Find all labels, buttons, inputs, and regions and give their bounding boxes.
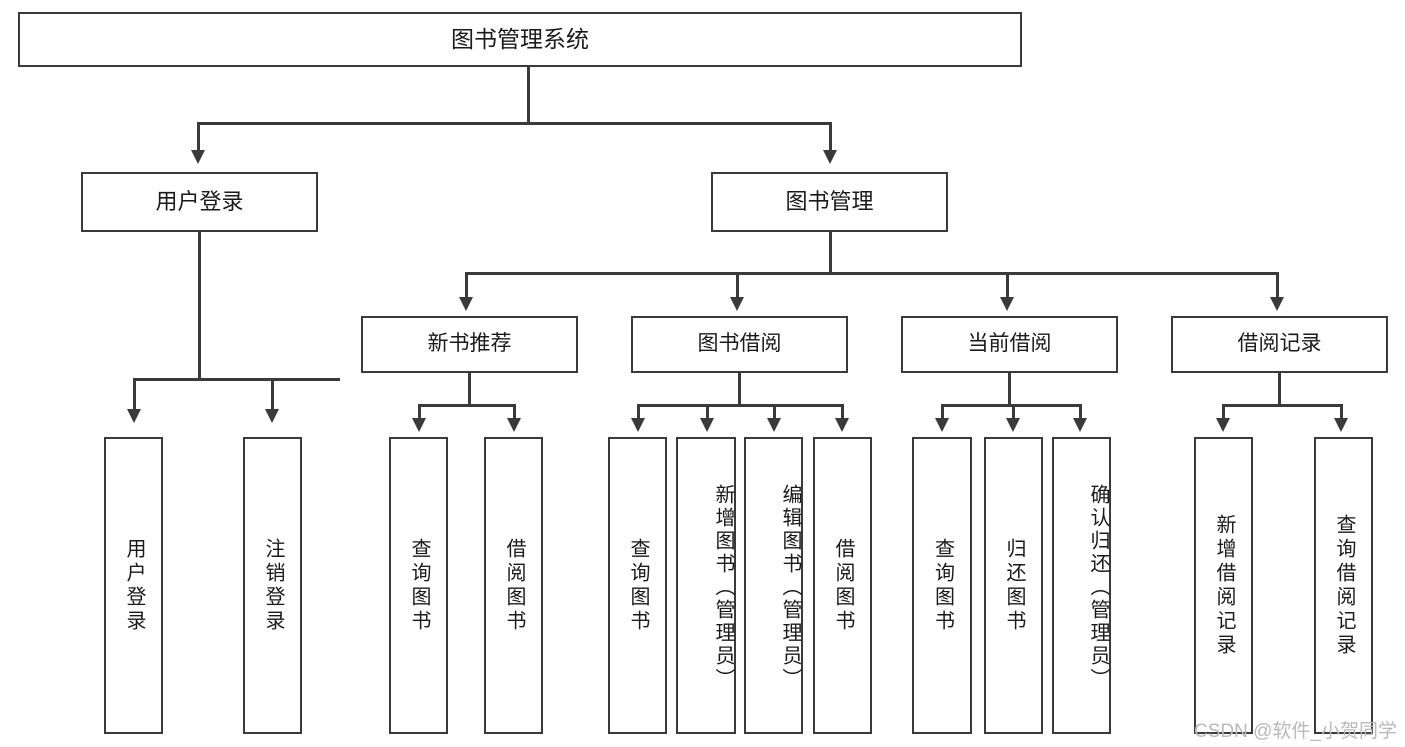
connector-root-stem [527, 67, 530, 122]
connector-borrow-record-bus [1222, 404, 1342, 407]
leaf-user-login-login[interactable]: 用户登录 [104, 437, 163, 734]
connector-current-borrow-to-leaf-2 [1012, 404, 1015, 418]
leaf-current-borrow-query-book[interactable]: 查询图书 [912, 437, 972, 734]
connector-book-borrow-to-leaf-4 [841, 404, 844, 418]
arrowhead-book-manage-record [1270, 297, 1284, 311]
arrowhead-root-to-book-manage [823, 150, 837, 164]
arrowhead-new-book-leaf-2 [507, 418, 521, 432]
arrowhead-book-manage-borrow [730, 297, 744, 311]
connector-book-borrow-to-leaf-3 [773, 404, 776, 418]
connector-book-manage-to-record [1276, 272, 1279, 297]
node-user-login[interactable]: 用户登录 [81, 172, 318, 232]
connector-book-manage-to-new-book [465, 272, 468, 297]
arrowhead-user-login-leaf-1 [127, 409, 141, 423]
leaf-borrow-record-query-record[interactable]: 查询借阅记录 [1314, 437, 1373, 734]
arrowhead-current-borrow-leaf-1 [935, 418, 949, 432]
connector-current-borrow-bus [941, 404, 1081, 407]
arrowhead-current-borrow-leaf-3 [1073, 418, 1087, 432]
arrowhead-book-borrow-leaf-4 [835, 418, 849, 432]
leaf-book-borrow-add-book-admin[interactable]: 新增图书（管理员） [676, 437, 736, 734]
connector-new-book-bus [418, 404, 516, 407]
connector-root-to-user-login [197, 122, 200, 150]
connector-current-borrow-to-leaf-1 [941, 404, 944, 418]
arrowhead-book-borrow-leaf-2 [700, 418, 714, 432]
connector-current-borrow-stem [1008, 373, 1011, 406]
leaf-book-borrow-borrow-book[interactable]: 借阅图书 [813, 437, 872, 734]
connector-user-login-to-leaf-1 [133, 378, 136, 409]
connector-new-book-stem [468, 373, 471, 406]
leaf-book-borrow-edit-book-admin[interactable]: 编辑图书（管理员） [744, 437, 803, 734]
arrowhead-new-book-leaf-1 [412, 418, 426, 432]
connector-user-login-to-leaf-2 [271, 378, 274, 409]
connector-new-book-to-leaf-1 [418, 404, 421, 418]
arrowhead-current-borrow-leaf-2 [1006, 418, 1020, 432]
leaf-current-borrow-confirm-return-admin[interactable]: 确认归还（管理员） [1052, 437, 1111, 734]
connector-borrow-record-to-leaf-1 [1222, 404, 1225, 418]
arrowhead-borrow-record-leaf-2 [1334, 418, 1348, 432]
connector-user-login-bus [133, 378, 340, 381]
connector-book-manage-to-borrow [736, 272, 739, 297]
node-book-borrow[interactable]: 图书借阅 [631, 316, 848, 373]
connector-book-borrow-bus [637, 404, 843, 407]
arrowhead-root-to-user-login [191, 150, 205, 164]
connector-book-manage-stem [829, 232, 832, 274]
arrowhead-book-manage-new-book [459, 297, 473, 311]
connector-new-book-to-leaf-2 [513, 404, 516, 418]
connector-user-login-stem [198, 232, 201, 380]
node-root-system[interactable]: 图书管理系统 [18, 12, 1022, 67]
connector-book-manage-to-current [1006, 272, 1009, 297]
connector-root-bus [197, 122, 831, 125]
connector-current-borrow-to-leaf-3 [1079, 404, 1082, 418]
connector-borrow-record-stem [1278, 373, 1281, 406]
connector-book-manage-bus [465, 272, 1279, 275]
arrowhead-book-manage-current [1000, 297, 1014, 311]
leaf-borrow-record-add-record[interactable]: 新增借阅记录 [1194, 437, 1253, 734]
leaf-new-book-borrow-book[interactable]: 借阅图书 [484, 437, 543, 734]
connector-book-borrow-to-leaf-2 [706, 404, 709, 418]
leaf-book-borrow-query-book[interactable]: 查询图书 [608, 437, 667, 734]
leaf-current-borrow-return-book[interactable]: 归还图书 [984, 437, 1043, 734]
arrowhead-borrow-record-leaf-1 [1216, 418, 1230, 432]
arrowhead-user-login-leaf-2 [265, 409, 279, 423]
connector-book-borrow-to-leaf-1 [637, 404, 640, 418]
node-current-borrow[interactable]: 当前借阅 [901, 316, 1118, 373]
connector-book-borrow-stem [738, 373, 741, 406]
arrowhead-book-borrow-leaf-3 [767, 418, 781, 432]
arrowhead-book-borrow-leaf-1 [631, 418, 645, 432]
connector-root-to-book-manage [829, 122, 832, 150]
leaf-user-login-logout[interactable]: 注销登录 [243, 437, 302, 734]
node-new-book-recommend[interactable]: 新书推荐 [361, 316, 578, 373]
leaf-new-book-query-book[interactable]: 查询图书 [389, 437, 448, 734]
connector-borrow-record-to-leaf-2 [1340, 404, 1343, 418]
node-borrow-record[interactable]: 借阅记录 [1171, 316, 1388, 373]
node-book-manage[interactable]: 图书管理 [711, 172, 948, 232]
